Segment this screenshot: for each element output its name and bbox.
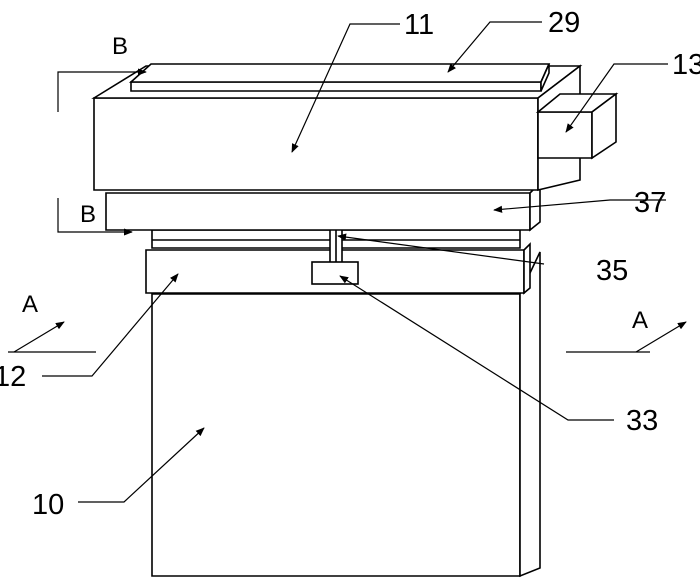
section-mark-a-left: A: [22, 291, 38, 318]
section-line-a: A A: [8, 291, 687, 353]
label-10: 10: [32, 489, 64, 521]
label-12: 12: [0, 361, 26, 393]
reference-33: 33: [339, 275, 658, 437]
lower-body: [151, 251, 541, 578]
reference-10: 10: [32, 427, 205, 521]
section-mark-b-bottom: B: [80, 201, 96, 228]
reference-35: 35: [337, 233, 628, 287]
label-35: 35: [596, 255, 628, 287]
label-29: 29: [548, 7, 580, 39]
section-line-b: B B: [57, 33, 147, 236]
reference-13: 13: [565, 49, 700, 133]
label-13: 13: [672, 49, 700, 81]
top-plate: [128, 63, 551, 92]
motor: [535, 92, 619, 160]
label-11: 11: [404, 9, 434, 41]
reference-37: 37: [493, 187, 666, 219]
reference-12: 12: [0, 273, 179, 393]
label-33: 33: [626, 405, 658, 437]
reference-11: 11: [291, 9, 434, 153]
section-mark-a-right: A: [632, 307, 648, 334]
label-37: 37: [634, 187, 666, 219]
section-mark-b-top: B: [112, 33, 128, 60]
reference-29: 29: [447, 7, 580, 73]
